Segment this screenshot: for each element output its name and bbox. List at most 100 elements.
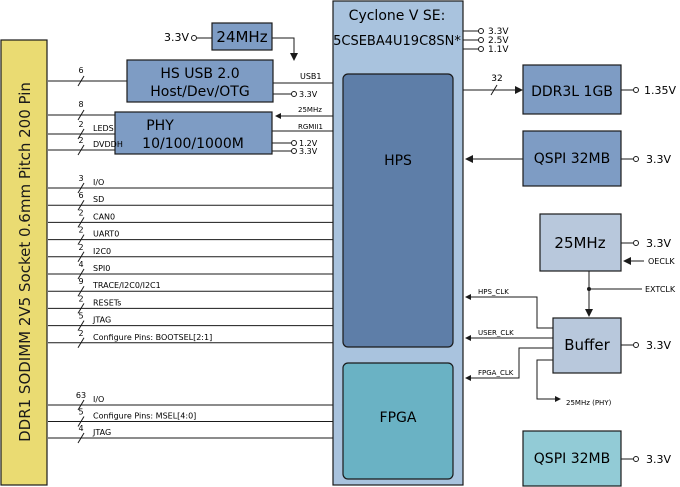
hps-signal-label: SD (93, 195, 104, 204)
fpga-signal-label: Configure Pins: MSEL[4:0] (93, 412, 196, 421)
ethernet-phy: PHY 10/100/1000M 8 2 LEDS 2 DVDDH 25MHz … (48, 100, 333, 156)
fpga-signal-label: I/O (93, 395, 104, 404)
rgmii-label: RGMII1 (298, 123, 323, 131)
osc-24mhz: 3.3V 24MHz (164, 22, 298, 61)
sodimm-socket (0, 39, 48, 486)
hps-signal-bus-slash (77, 285, 85, 297)
socket-label: DDR1 SODIMM 2V5 Socket 0.6mm Pitch 200 P… (16, 82, 34, 442)
ddr3-memory: 32 DDR3L 1GB 1.35V (463, 64, 676, 115)
ddr3-supply: 1.35V (644, 84, 676, 97)
hps-signal-row: 2 RESETs (48, 294, 333, 314)
usb-signal: USB1 (300, 72, 322, 81)
phy-width: 8 (78, 100, 83, 109)
fpga-signal-width: 4 (78, 424, 83, 433)
osc24-supply: 3.3V (164, 31, 189, 44)
chip-supply-2: 2.5V (488, 36, 509, 46)
qspi-fpga: QSPI 32MB 3.3V (522, 430, 671, 487)
phy-clk-label: 25MHz (298, 106, 322, 114)
osc25-block (539, 213, 622, 272)
qspi-hps-label: QSPI 32MB (534, 151, 610, 167)
fpga-label: FPGA (380, 410, 417, 426)
dvddh-width: 2 (78, 136, 83, 145)
hps-signal-width: 2 (78, 226, 83, 235)
phy-label-2: 10/100/1000M (142, 136, 244, 152)
usb-block (126, 59, 274, 103)
hps-signal-label: I2C0 (93, 247, 111, 256)
hps-signal-label: TRACE/I2C0/I2C1 (92, 281, 161, 290)
hps-signal-width: 9 (78, 277, 83, 286)
fpga-signal-bus-slash (77, 432, 85, 444)
hps-signal-row: 4 SPI0 (48, 260, 333, 280)
fpga-signal-row: 5 Configure Pins: MSEL[4:0] (48, 408, 333, 427)
buffer-supply: 3.3V (646, 339, 671, 352)
fpga-signal-lines: 63 I/O 5 Configure Pins: MSEL[4:0] 4 JTAG (48, 391, 333, 444)
hps-signal-label: UART0 (93, 230, 119, 239)
hps-signal-label: CAN0 (93, 212, 115, 221)
phy-label-1: PHY (146, 118, 174, 134)
qspi-fpga-label: QSPI 32MB (534, 451, 610, 467)
hps-signal-bus-slash (77, 234, 85, 245)
hps-signal-label: I/O (93, 178, 104, 187)
hps-signal-width: 2 (78, 294, 83, 303)
phy-supply-2: 3.3V (299, 147, 318, 156)
chip-supply-3: 1.1V (488, 45, 509, 55)
usb-supply: 3.3V (299, 90, 318, 99)
fpga-signal-width: 63 (76, 391, 86, 400)
chip-title-1: Cyclone V SE: (349, 8, 446, 24)
hps-signal-label: SPI0 (93, 264, 110, 273)
qspi-fpga-supply: 3.3V (646, 453, 671, 466)
fpga-signal-bus-slash (77, 416, 85, 427)
buffer-label: Buffer (564, 336, 610, 354)
hps-signal-width: 2 (78, 208, 83, 217)
osc24-label: 24MHz (216, 28, 267, 46)
hps-clk-label: HPS_CLK (478, 288, 509, 296)
hps-signal-row: 3 I/O (48, 174, 333, 194)
usb-label-1: HS USB 2.0 (160, 66, 239, 82)
osc25-label: 25MHz (554, 234, 605, 252)
user-clk-label: USER_CLK (478, 329, 514, 337)
usb-controller: HS USB 2.0 Host/Dev/OTG 6 USB1 3.3V (48, 59, 333, 103)
fpga-clk-label: FPGA_CLK (478, 369, 514, 377)
hps-signal-bus-slash (77, 320, 85, 331)
hps-signal-width: 2 (78, 243, 83, 252)
qspi-hps: QSPI 32MB 3.3V (465, 130, 671, 187)
hps-signal-row: 2 UART0 (48, 226, 333, 245)
usb-width: 6 (78, 66, 83, 75)
fpga-signal-bus-slash (77, 399, 85, 411)
hps-signal-label: RESETs (93, 298, 121, 307)
hps-signal-bus-slash (77, 303, 85, 314)
dvddh-label: DVDDH (93, 140, 123, 149)
usb-label-2: Host/Dev/OTG (150, 84, 249, 100)
hps-signal-width: 5 (78, 312, 83, 321)
hps-signal-bus-slash (77, 268, 85, 280)
ddr3-width: 32 (491, 74, 502, 84)
hps-signal-width: 3 (78, 174, 83, 183)
ddr3-block (522, 64, 622, 115)
hps-label: HPS (384, 153, 412, 169)
clock-buffer: Buffer 3.3V HPS_CLK USER_CLK FPGA_CLK 25… (465, 288, 671, 407)
hps-signal-bus-slash (77, 182, 85, 194)
fpga-signal-label: JTAG (92, 428, 111, 437)
fpga-signal-row: 63 I/O (48, 391, 333, 411)
hps-block (342, 73, 454, 348)
chip-supply-1: 3.3V (488, 27, 509, 37)
osc-25mhz: 25MHz 3.3V OECLK EXTCLK (539, 213, 676, 317)
hps-signal-bus-slash (77, 251, 85, 263)
hps-signal-width: 4 (78, 260, 83, 269)
hps-signal-row: 2 CAN0 (48, 208, 333, 228)
hps-signal-row: 5 JTAG (48, 312, 333, 331)
osc25-supply: 3.3V (646, 237, 671, 250)
leds-label: LEDS (93, 124, 114, 133)
chip-title-2: 5CSEBA4U19C8SN* (333, 34, 461, 49)
hps-signal-label: JTAG (92, 316, 111, 325)
osc24-block (211, 22, 273, 51)
qspi-hps-block (522, 130, 622, 187)
fpga-block (342, 362, 454, 480)
buffer-block (552, 317, 622, 374)
fpga-signal-width: 5 (78, 408, 83, 417)
